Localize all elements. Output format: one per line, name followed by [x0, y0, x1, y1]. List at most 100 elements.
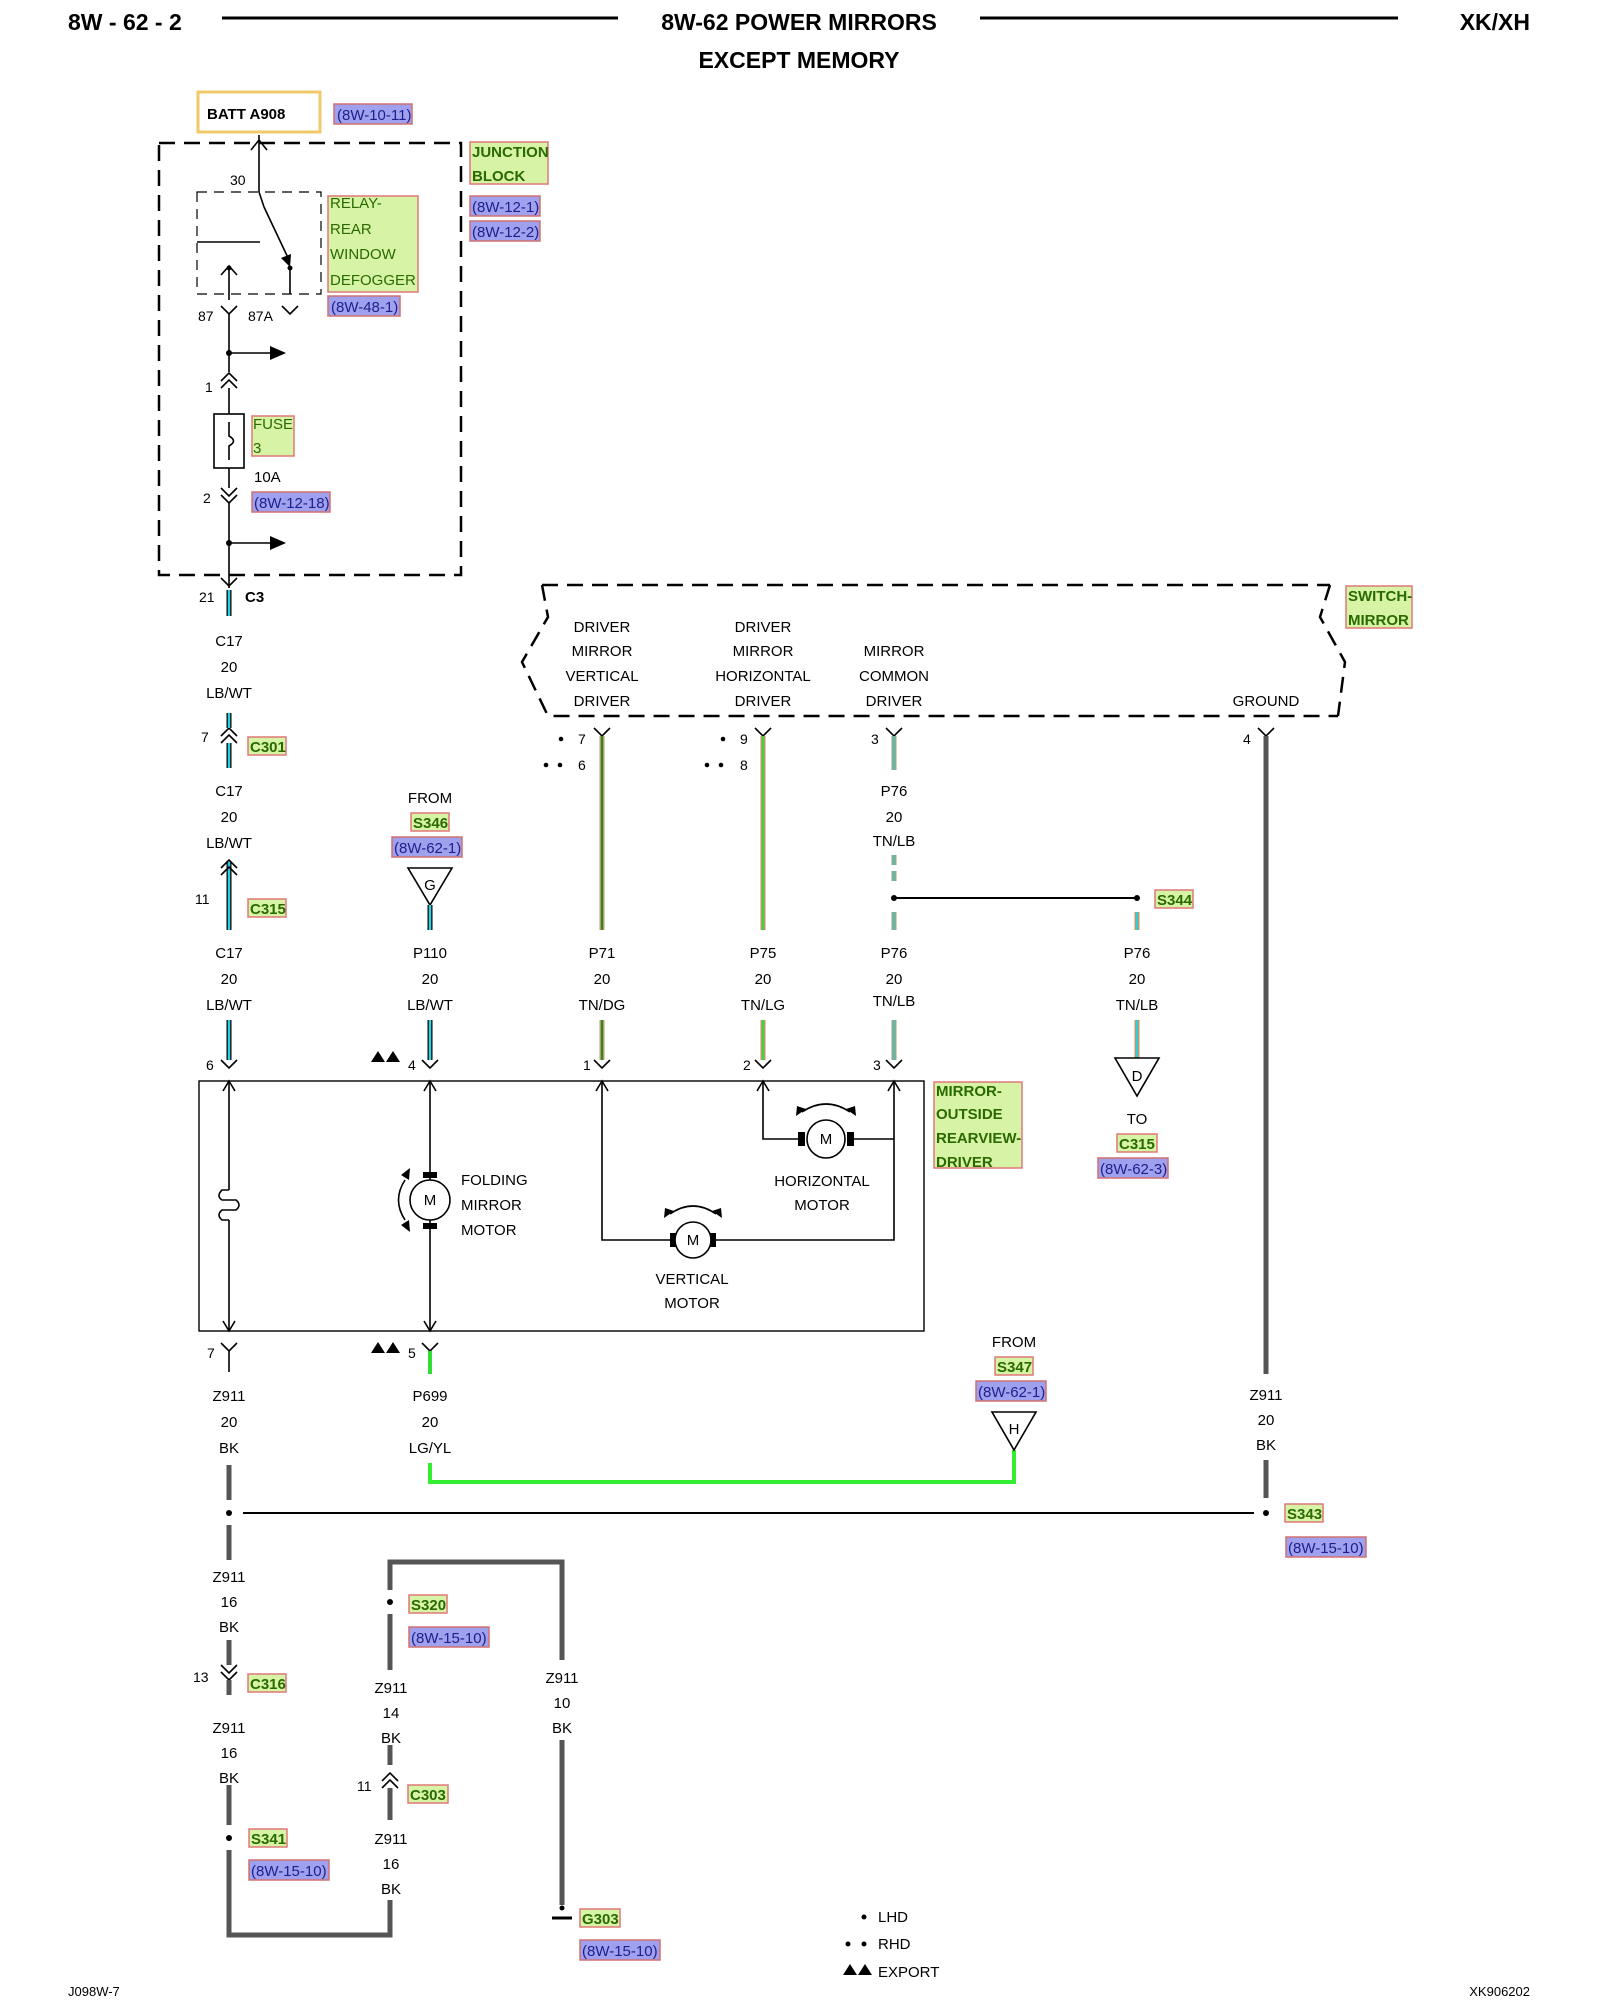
z911-b-color: BK — [1256, 1437, 1276, 1454]
z911-c-gauge: 16 — [221, 1594, 238, 1611]
switch-label-2[interactable]: MIRROR — [1348, 612, 1409, 629]
folding-motor-letter: M — [424, 1192, 437, 1209]
junction-block-label-1[interactable]: JUNCTION — [472, 144, 549, 161]
g303-label[interactable]: G303 — [582, 1911, 619, 1928]
wire-p699 — [428, 1450, 1016, 1484]
jb-ref1-link[interactable]: (8W-12-1) — [472, 199, 539, 216]
relay-label-4[interactable]: DEFOGGER — [330, 272, 416, 289]
g303-ref-box[interactable] — [579, 1939, 661, 1961]
fuse-circuit: 1 2 — [203, 314, 286, 588]
c17-a-gauge: 20 — [221, 659, 238, 676]
ground-bus — [226, 1465, 1269, 1516]
s347-ref-box[interactable] — [975, 1380, 1047, 1402]
sw-horiz-3: HORIZONTAL — [715, 668, 811, 685]
c303-tag[interactable] — [407, 1784, 449, 1804]
s343-label[interactable]: S343 — [1287, 1506, 1322, 1523]
g303-tag[interactable] — [579, 1908, 621, 1928]
c303-label[interactable]: C303 — [410, 1787, 446, 1804]
s346-label[interactable]: S346 — [413, 815, 448, 832]
s341-tag[interactable] — [248, 1828, 288, 1848]
s320-ref-box[interactable] — [408, 1626, 490, 1648]
mirror-tag[interactable] — [933, 1081, 1023, 1169]
c17-c-gauge: 20 — [221, 971, 238, 988]
fuse-label-1[interactable]: FUSE — [253, 416, 293, 433]
batt-ref-link[interactable]: (8W-10-11) — [337, 107, 411, 124]
s344-tag[interactable] — [1154, 889, 1194, 909]
switch-outline — [520, 583, 1347, 718]
junction-block-label-2[interactable]: BLOCK — [472, 168, 525, 185]
batt-ref-box[interactable] — [333, 103, 413, 125]
sw-pin-3: 3 — [871, 731, 879, 747]
jb-ref2-link[interactable]: (8W-12-2) — [472, 224, 539, 241]
s343-ref-box[interactable] — [1285, 1536, 1367, 1558]
c301-tag[interactable] — [247, 736, 287, 756]
relay-label-2[interactable]: REAR — [330, 221, 372, 238]
c303-pin: 11 — [357, 1778, 372, 1794]
jb-ref1-box[interactable] — [469, 195, 541, 217]
wire-c17 — [220, 590, 238, 1070]
c315-tag[interactable] — [247, 898, 287, 918]
z911-a-color: BK — [219, 1440, 239, 1457]
to-c315-ref-link[interactable]: (8W-62-3) — [1100, 1161, 1167, 1178]
s320-label[interactable]: S320 — [411, 1597, 446, 1614]
to-c315-tag[interactable] — [1116, 1133, 1158, 1153]
s343-tag[interactable] — [1284, 1503, 1324, 1523]
legend — [843, 1914, 872, 1975]
c315-label[interactable]: C315 — [250, 901, 286, 918]
s344-label[interactable]: S344 — [1157, 892, 1193, 909]
s346-ref-box[interactable] — [391, 836, 463, 858]
s347-tag[interactable] — [994, 1356, 1034, 1376]
relay-ref-link[interactable]: (8W-48-1) — [331, 299, 398, 316]
to-c315-connector-symbol — [1113, 1057, 1161, 1098]
wire-z911-left-lower — [220, 1525, 393, 1938]
relay-ref-box[interactable] — [327, 295, 401, 317]
p110-circuit: P110 — [413, 945, 447, 962]
g303-ref-link[interactable]: (8W-15-10) — [582, 1943, 658, 1960]
sw-vert-3: VERTICAL — [565, 668, 638, 685]
s346-ref-link[interactable]: (8W-62-1) — [394, 840, 461, 857]
jb-ref2-box[interactable] — [469, 220, 541, 242]
z911-e-color: BK — [381, 1730, 401, 1747]
c316-tag[interactable] — [247, 1673, 287, 1693]
c301-label[interactable]: C301 — [250, 739, 286, 756]
s320-tag[interactable] — [408, 1594, 448, 1614]
folding-motor-symbol — [397, 1168, 451, 1232]
wire-p71 — [593, 736, 611, 1070]
p76-b-circuit: P76 — [881, 945, 908, 962]
junction-block-tag[interactable] — [469, 141, 549, 185]
p75-color: TN/LG — [741, 997, 785, 1014]
s346-tag[interactable] — [410, 812, 450, 832]
page-id: 8W - 62 - 2 — [68, 9, 182, 35]
fuse-label-2[interactable]: 3 — [253, 440, 261, 457]
s341-label[interactable]: S341 — [251, 1831, 286, 1848]
wire-p75 — [754, 736, 772, 1070]
relay-tag[interactable] — [327, 195, 419, 293]
s347-ref-link[interactable]: (8W-62-1) — [978, 1384, 1045, 1401]
fuse-tag[interactable] — [251, 415, 295, 457]
relay-label-1[interactable]: RELAY- — [330, 195, 382, 212]
mirror-label-1[interactable]: MIRROR- — [936, 1083, 1002, 1100]
fuse-ref-box[interactable] — [251, 491, 331, 513]
c316-label[interactable]: C316 — [250, 1676, 286, 1693]
mirror-label-4[interactable]: DRIVER — [936, 1154, 993, 1171]
s320-ref-link[interactable]: (8W-15-10) — [411, 1630, 487, 1647]
s341-ref-link[interactable]: (8W-15-10) — [251, 1863, 327, 1880]
to-c315-ref-box[interactable] — [1097, 1157, 1169, 1179]
sw-pin-7: 7 — [578, 731, 586, 747]
s343-ref-link[interactable]: (8W-15-10) — [1288, 1540, 1364, 1557]
folding-motor-label-1: FOLDING — [461, 1172, 528, 1189]
legend-rhd: RHD — [878, 1936, 911, 1953]
switch-tag[interactable] — [1345, 585, 1413, 629]
s347-label[interactable]: S347 — [997, 1359, 1032, 1376]
p110-color: LB/WT — [407, 997, 453, 1014]
s341-ref-box[interactable] — [248, 1859, 330, 1881]
c301-pin: 7 — [201, 729, 209, 745]
mirror-label-2[interactable]: OUTSIDE — [936, 1106, 1003, 1123]
to-c315-label[interactable]: C315 — [1119, 1136, 1155, 1153]
switch-label-1[interactable]: SWITCH- — [1348, 588, 1412, 605]
fuse-ref-link[interactable]: (8W-12-18) — [254, 495, 330, 512]
s346-letter: G — [424, 877, 436, 894]
p699-gauge: 20 — [422, 1414, 439, 1431]
relay-label-3[interactable]: WINDOW — [330, 246, 397, 263]
mirror-label-3[interactable]: REARVIEW- — [936, 1130, 1021, 1147]
